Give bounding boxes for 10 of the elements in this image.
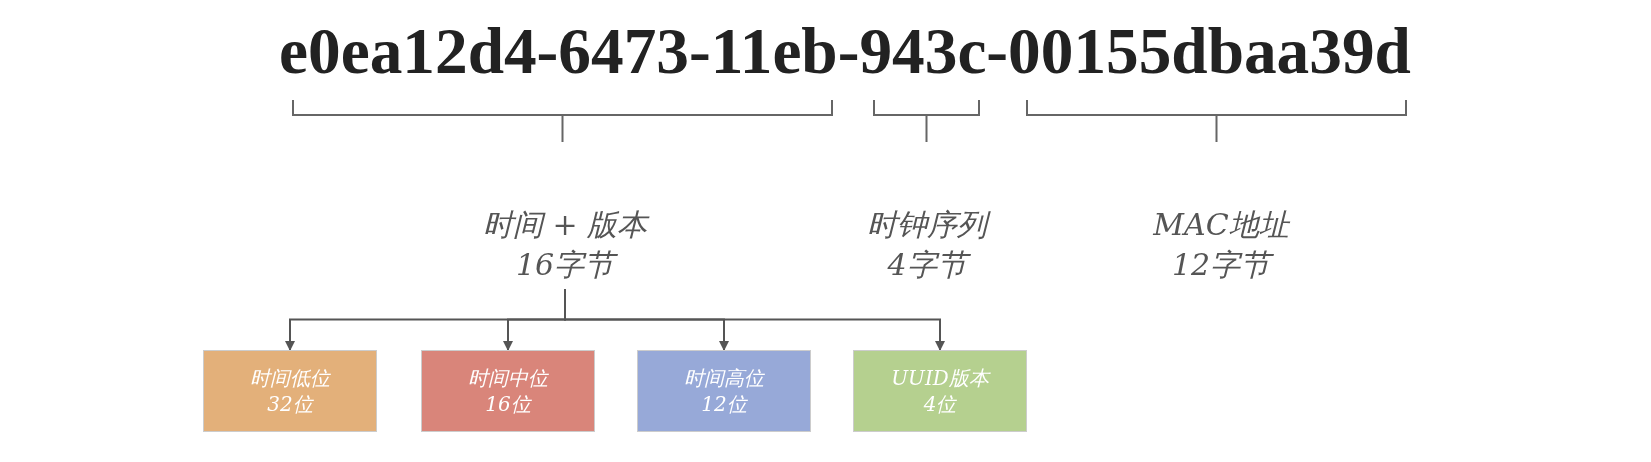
uuid-title: e0ea12d4-6473-11eb-943c-00155dbaa39d — [279, 14, 1411, 89]
caption-text: 时钟序列 — [777, 205, 1077, 245]
process-box: 时间高位 12位 — [637, 350, 811, 432]
caption-text: 16字节 — [415, 245, 715, 285]
caption-text: MAC地址 — [1152, 206, 1291, 244]
caption-text: 时间 + 版本 — [481, 206, 651, 244]
process-box: 时间低位 32位 — [203, 350, 377, 432]
process-box: UUID版本 4位 — [853, 350, 1027, 432]
arrow — [564, 288, 945, 351]
process-box: 时间中位 16位 — [421, 350, 595, 432]
